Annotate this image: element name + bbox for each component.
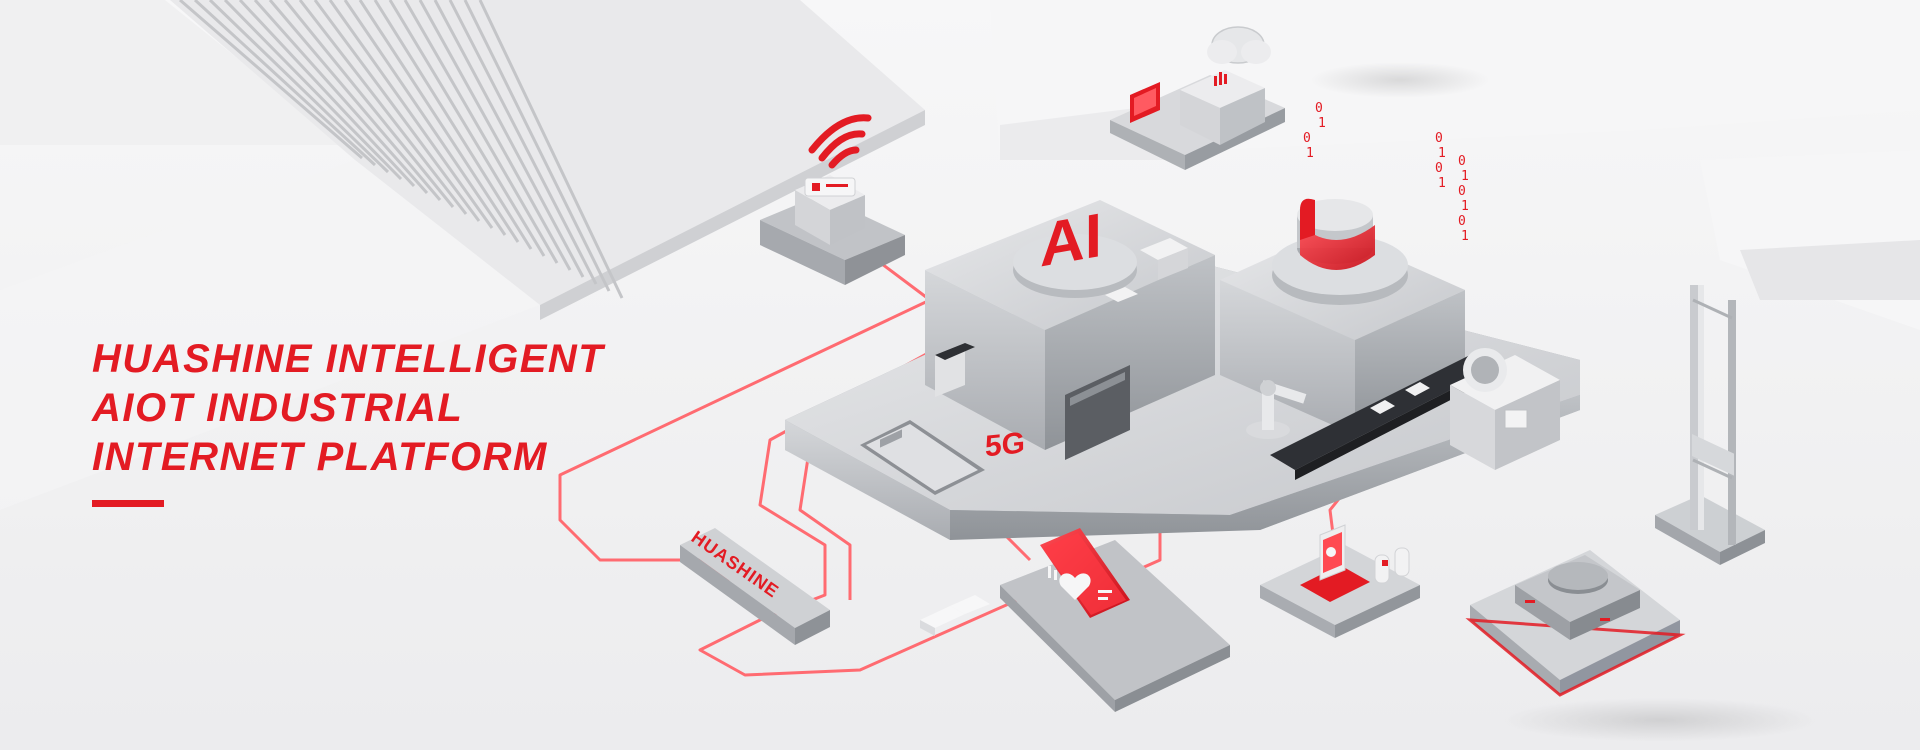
cnc-machine: [1450, 348, 1560, 470]
cloud-icon: [1207, 26, 1271, 64]
binary-digit: 1: [1306, 146, 1314, 161]
laptop-icon: [1300, 524, 1370, 602]
binary-digit: 0: [1315, 101, 1323, 116]
lift-tower: [1655, 285, 1765, 565]
ai-label: AI: [1040, 200, 1102, 280]
agv-robot-icon: [1515, 555, 1640, 640]
soft-shadow: [1500, 698, 1820, 742]
headline-underline: [92, 500, 164, 507]
binary-digit: 0: [1458, 214, 1466, 229]
ribbed-roof-slab: [0, 0, 925, 510]
laptop-node: [1260, 524, 1420, 638]
heart-icon: [1059, 573, 1091, 600]
binary-digit: 1: [1461, 229, 1469, 244]
soft-shadow: [1310, 62, 1490, 98]
hero-headline: HUASHINE INTELLIGENT AIOT INDUSTRIAL INT…: [92, 335, 712, 507]
binary-digit: 0: [1458, 184, 1466, 199]
5g-label: 5G: [985, 426, 1025, 463]
agv-node: [1465, 550, 1686, 697]
headline-line-3: INTERNET PLATFORM: [92, 435, 548, 479]
bar-chart-icon: [1214, 72, 1227, 86]
red-ring: [1300, 225, 1375, 270]
brand-sign: HUASHINE: [680, 527, 830, 645]
ai-building: AI 5G: [925, 200, 1215, 463]
headline-line-1: HUASHINE INTELLIGENT: [92, 337, 605, 381]
monitor-node: [1000, 528, 1230, 712]
binary-digit: 0: [1303, 131, 1311, 146]
robot-arm-icon: [1246, 380, 1307, 439]
binary-digit: 0: [1458, 154, 1466, 169]
binary-digit: 1: [1318, 116, 1326, 131]
loose-blocks: [920, 595, 990, 636]
data-node: [1110, 70, 1285, 170]
binary-digit: 0: [1435, 161, 1443, 176]
binary-digit: 0: [1435, 131, 1443, 146]
wifi-icon: [808, 114, 872, 169]
binary-digit: 1: [1461, 169, 1469, 184]
wifi-node: [760, 114, 905, 285]
binary-digit: 1: [1438, 176, 1446, 191]
binary-digit: 1: [1461, 199, 1469, 214]
binary-streams: 0 1 0 1 0 1 0 1 0 1 0 1 0 1: [1303, 101, 1469, 244]
headline-line-2: AIOT INDUSTRIAL: [92, 386, 464, 430]
binary-digit: 1: [1438, 146, 1446, 161]
dashboard-panel: [860, 420, 985, 495]
